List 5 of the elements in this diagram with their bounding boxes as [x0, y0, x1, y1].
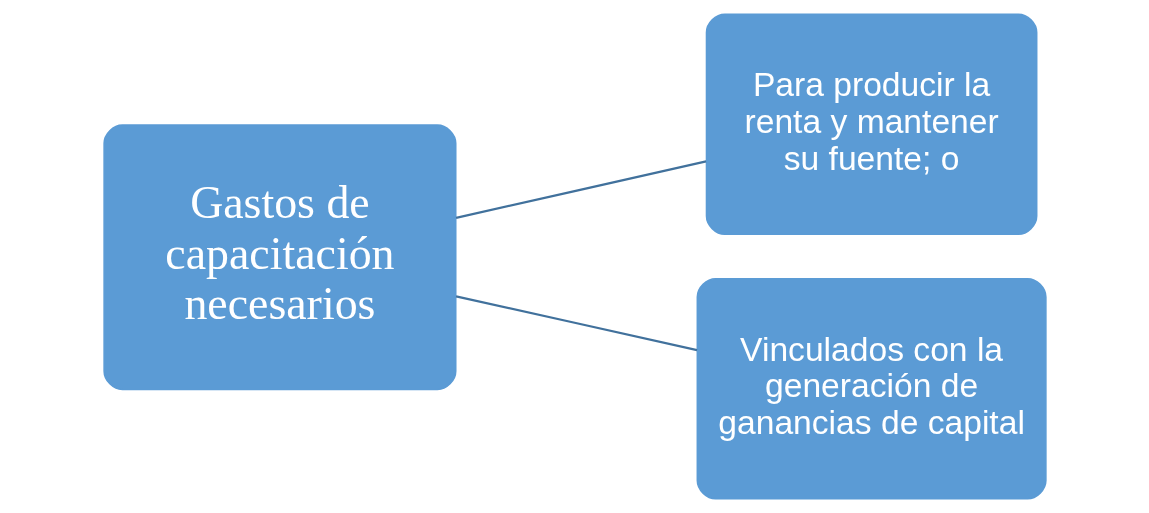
connector: [455, 295, 697, 352]
connector: [455, 160, 706, 219]
node-box: Vinculados con la generación de ganancias de capital: [696, 277, 1047, 500]
node-box: Gastos de capacitación necesarios: [102, 124, 456, 391]
node-box: Para producir la renta y mantener su fuente; o: [705, 13, 1037, 236]
